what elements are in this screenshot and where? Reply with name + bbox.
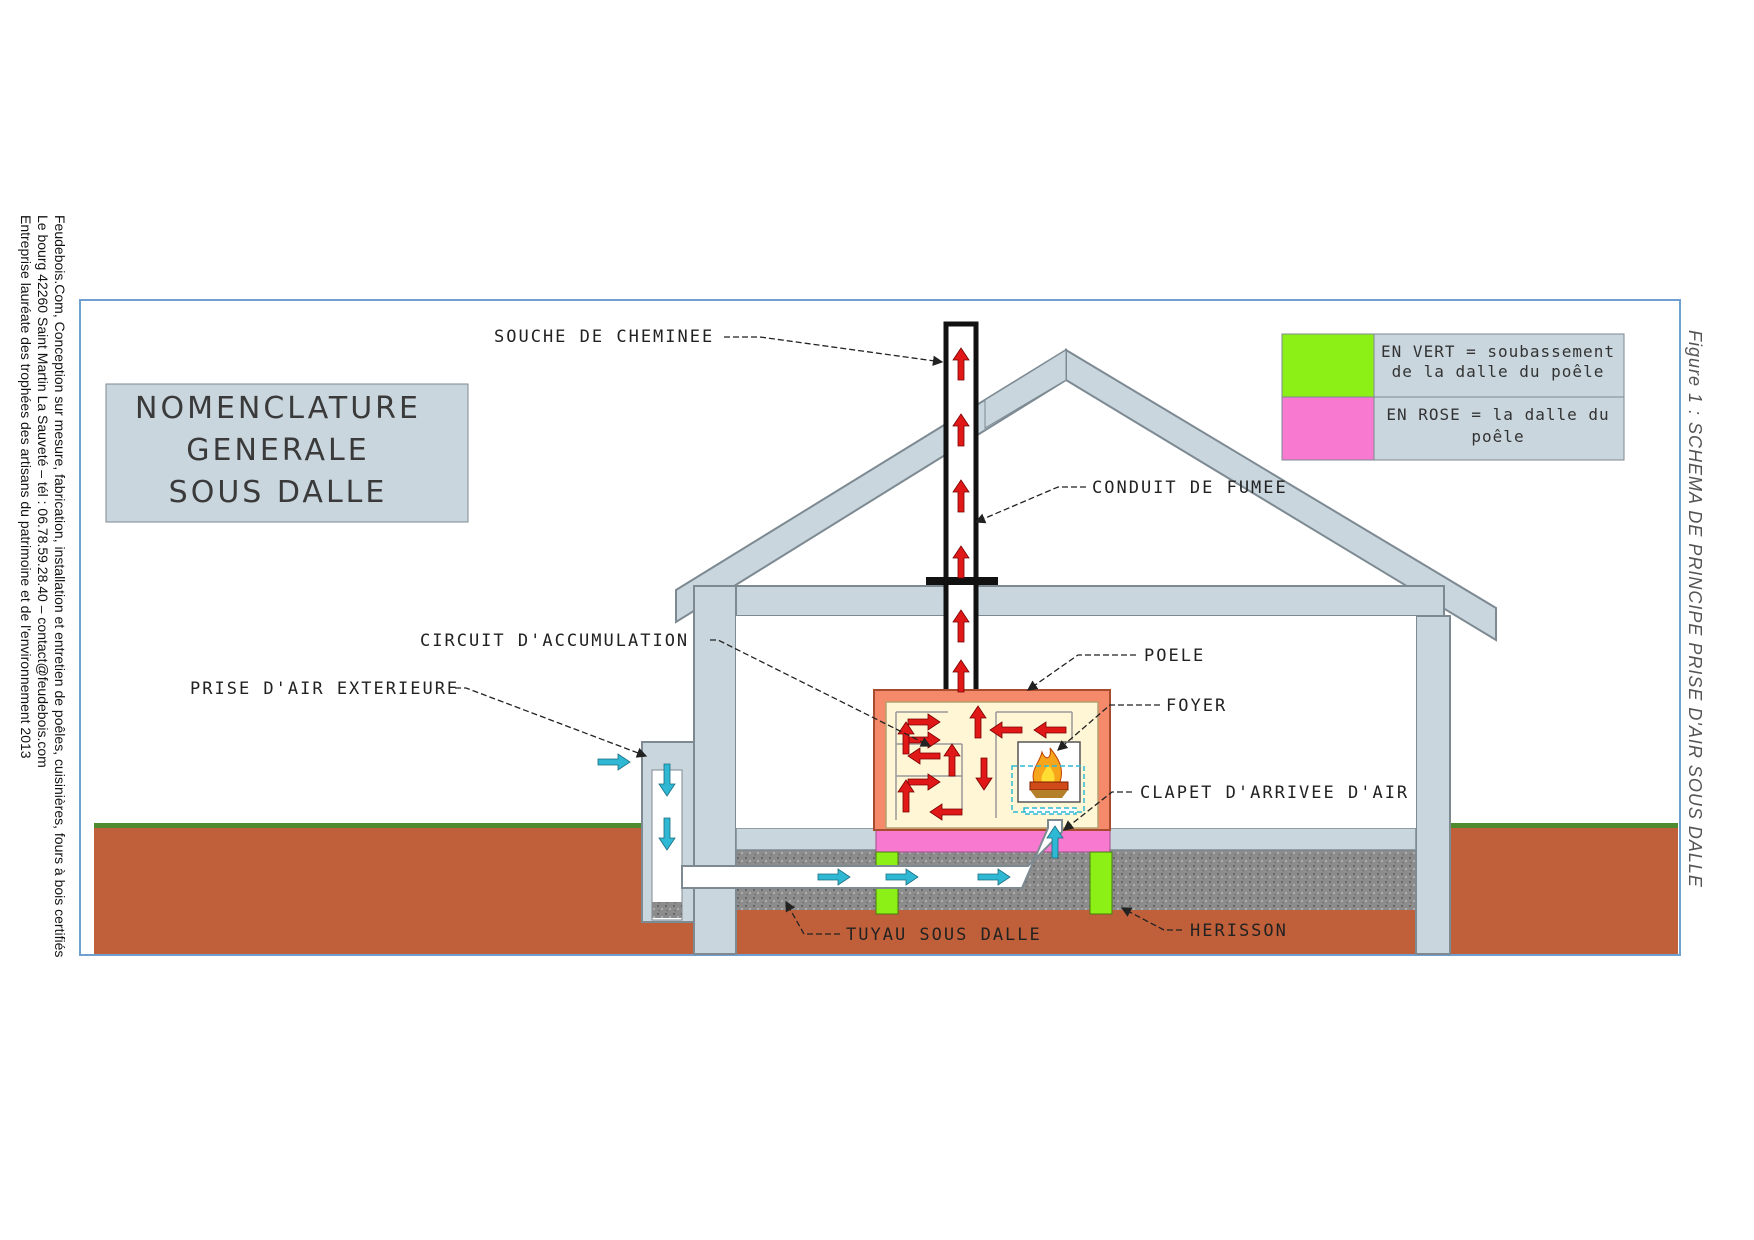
legend-green-line-1: EN VERT = soubassement — [1381, 342, 1615, 361]
title-box: NOMENCLATURE GENERALE SOUS DALLE — [105, 383, 469, 523]
firebox — [1011, 741, 1085, 815]
label-clapet: CLAPET D'ARRIVEE D'AIR — [1140, 783, 1409, 803]
color-legend: EN VERT = soubassement de la dalle du po… — [1281, 333, 1625, 461]
diagram-frame — [79, 299, 1681, 956]
legend-pink-line-2: poêle — [1471, 427, 1524, 446]
label-circuit: CIRCUIT D'ACCUMULATION — [420, 631, 689, 651]
label-souche: SOUCHE DE CHEMINEE — [494, 327, 714, 347]
legend-swatch-pink — [1281, 396, 1375, 461]
title-line-1: NOMENCLATURE — [135, 391, 421, 426]
title-line-2: GENERALE — [186, 433, 369, 468]
label-leaders — [455, 336, 1182, 935]
stove-slab-pink — [875, 827, 1111, 853]
legend-swatch-green — [1281, 333, 1375, 398]
label-herisson: HERISSON — [1190, 921, 1288, 941]
label-prise-air: PRISE D'AIR EXTERIEURE — [190, 679, 459, 699]
label-tuyau: TUYAU SOUS DALLE — [846, 925, 1042, 945]
legend-green-line-2: de la dalle du poêle — [1392, 362, 1605, 381]
legend-pink-line-1: EN ROSE = la dalle du — [1386, 405, 1609, 424]
under-slab-pipe — [681, 819, 1063, 889]
label-poele: POELE — [1144, 646, 1205, 666]
title-line-3: SOUS DALLE — [169, 475, 388, 510]
label-foyer: FOYER — [1166, 696, 1227, 716]
label-conduit: CONDUIT DE FUMEE — [1092, 478, 1288, 498]
stove-base-green-right — [1089, 851, 1113, 915]
